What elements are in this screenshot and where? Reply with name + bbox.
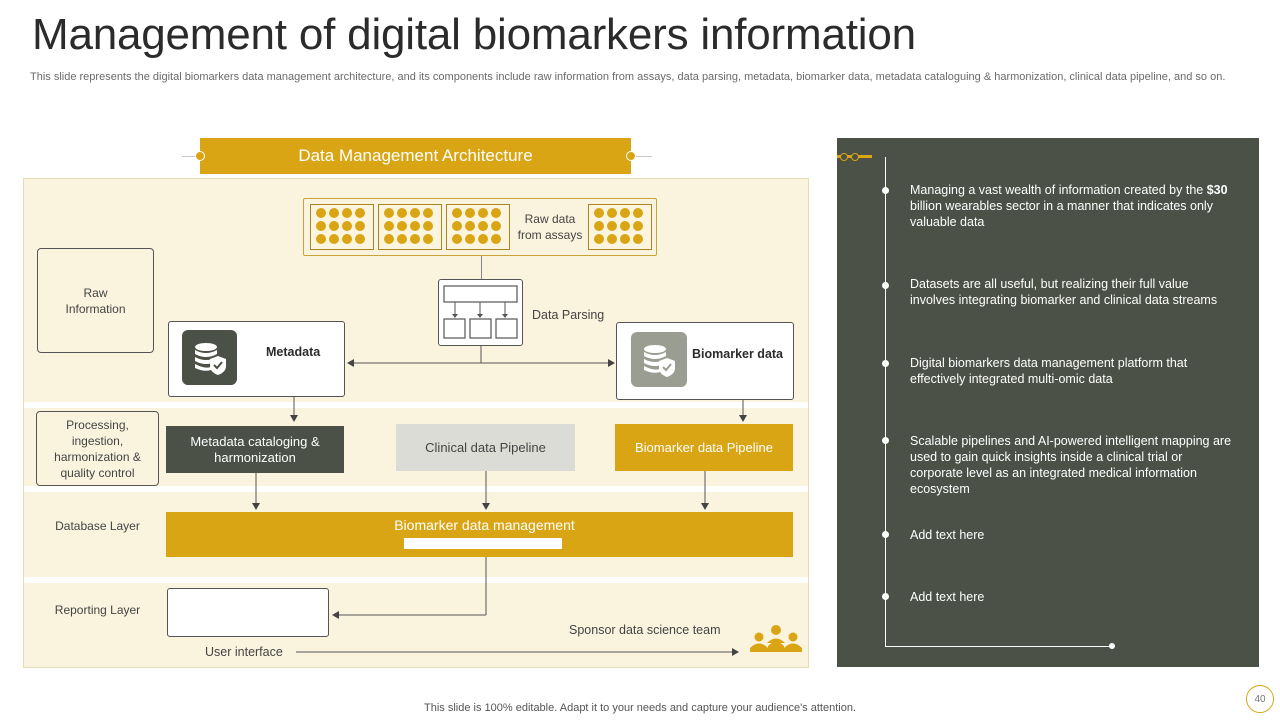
metadata-cataloging-label: Metadata cataloging & harmonization: [190, 433, 320, 465]
biomarker-data-label: Biomarker data: [692, 347, 784, 361]
slide-footer: This slide is 100% editable. Adapt it to…: [424, 702, 856, 714]
panel-item-4: Scalable pipelines and AI-powered intell…: [910, 434, 1232, 496]
panel-accent-dot: [840, 153, 848, 161]
database-shield-icon: [182, 330, 237, 385]
diagram-header: Data Management Architecture: [200, 138, 631, 174]
panel-bullet-dot: [882, 531, 889, 538]
assay-plate: [446, 204, 510, 250]
panel-bullet-dot: [882, 593, 889, 600]
assay-plate: [310, 204, 374, 250]
panel-bullet-dot: [882, 187, 889, 194]
panel-bullet-dot: [882, 360, 889, 367]
panel-item-2: Datasets are all useful, but realizing t…: [910, 277, 1218, 307]
raw-data-label: Raw data from assays: [517, 212, 583, 242]
layer-processing-label: Processing, ingestion, harmonization & q…: [54, 417, 141, 480]
clinical-pipeline-box: Clinical data Pipeline: [396, 424, 575, 471]
biomarker-pipeline-box: Biomarker data Pipeline: [615, 424, 793, 471]
raw-data-assays-group: Raw data from assays: [303, 198, 657, 256]
biomarker-pipeline-label: Biomarker data Pipeline: [634, 439, 774, 455]
connector-line: [481, 256, 482, 279]
layer-divider: [24, 486, 808, 492]
layer-divider: [24, 577, 808, 583]
biomarker-management-bar-inset: [404, 538, 562, 549]
data-parsing-icon: [438, 279, 523, 346]
panel-item-3: Digital biomarkers data management platf…: [910, 356, 1188, 386]
panel-item-1: Managing a vast wealth of information cr…: [910, 183, 1228, 229]
reporting-output-box: [167, 588, 329, 637]
team-icon: [748, 624, 804, 654]
panel-accent-dot: [851, 153, 859, 161]
panel-timeline-line: [885, 157, 886, 646]
biomarker-management-bar: [166, 512, 793, 557]
metadata-cataloging-box: Metadata cataloging & harmonization: [166, 426, 344, 473]
panel-item-5: Add text here: [910, 528, 985, 542]
header-left-dot: [195, 151, 205, 161]
slide-subtitle: This slide represents the digital biomar…: [30, 71, 1226, 83]
layer-raw-information-label: Raw Information: [65, 285, 126, 316]
layer-raw-information: Raw Information: [37, 248, 154, 353]
diagram-background: [23, 178, 809, 668]
biomarker-management-label: Biomarker data management: [394, 517, 575, 533]
clinical-pipeline-label: Clinical data Pipeline: [425, 439, 546, 455]
panel-bullet-dot: [882, 437, 889, 444]
metadata-label: Metadata: [266, 345, 321, 359]
panel-bullet-dot: [882, 282, 889, 289]
page-number: 40: [1246, 685, 1274, 713]
assay-plate: [378, 204, 442, 250]
user-interface-label: User interface: [205, 645, 283, 659]
layer-divider: [24, 402, 808, 408]
panel-item-6: Add text here: [910, 590, 985, 604]
panel-timeline-end-dot: [1109, 643, 1115, 649]
layer-database-label: Database Layer: [55, 519, 140, 533]
header-right-dot: [626, 151, 636, 161]
data-parsing-label: Data Parsing: [532, 308, 605, 322]
panel-timeline-base: [885, 646, 1113, 647]
slide-title: Management of digital biomarkers informa…: [32, 10, 916, 59]
layer-reporting-label: Reporting Layer: [54, 603, 141, 617]
layer-processing: Processing, ingestion, harmonization & q…: [36, 411, 159, 486]
info-panel: [837, 138, 1259, 667]
database-shield-icon: [631, 332, 687, 387]
sponsor-team-label: Sponsor data science team: [569, 623, 721, 637]
assay-plate: [588, 204, 652, 250]
